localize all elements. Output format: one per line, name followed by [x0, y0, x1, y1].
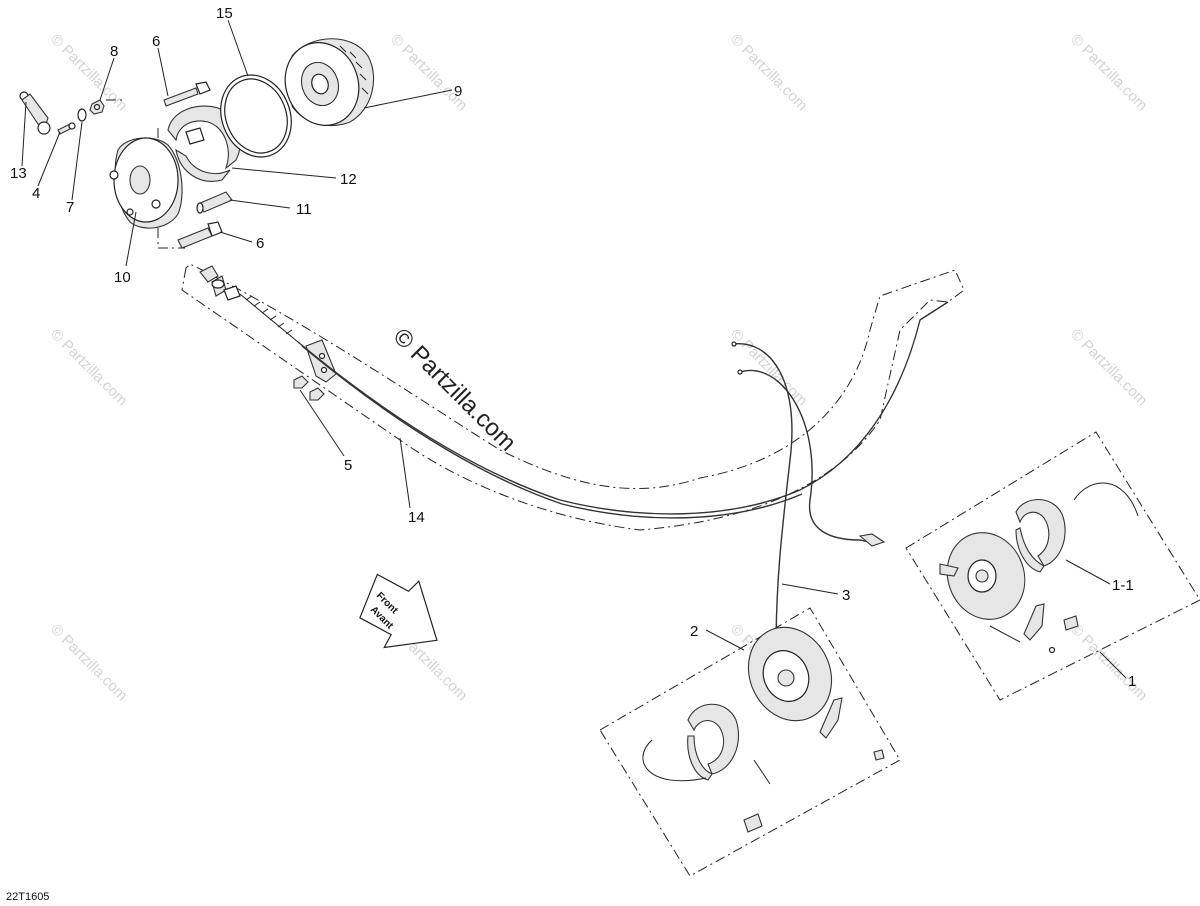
watermark: © Partzilla.com — [1067, 326, 1150, 409]
nut-part — [309, 387, 325, 401]
leader-lines — [21, 19, 1127, 679]
watermark: © Partzilla.com — [47, 621, 130, 704]
callout-12: 12 — [340, 171, 357, 188]
screw-part — [57, 122, 76, 135]
callout-4: 4 — [32, 185, 40, 202]
watermark: © Partzilla.com — [727, 31, 810, 114]
callout-15: 15 — [216, 5, 233, 22]
ring-part — [220, 74, 292, 158]
twin-cable-assembly — [731, 341, 886, 651]
callout-1: 1 — [1128, 673, 1136, 690]
callout-8: 8 — [110, 43, 118, 60]
bolt-part — [163, 81, 211, 107]
cable-boundary — [181, 263, 965, 531]
watermark: © Partzilla.com — [1067, 621, 1150, 704]
washer-part — [77, 108, 87, 122]
backing-plate-part — [109, 137, 183, 229]
callout-10: 10 — [114, 269, 131, 286]
callout-5: 5 — [344, 457, 352, 474]
callout-13: 13 — [10, 165, 27, 182]
callout-6-lower: 6 — [256, 235, 264, 252]
watermark: © Partzilla.com — [727, 326, 810, 409]
bottom-brake-assembly — [599, 607, 901, 877]
nut-part — [293, 375, 309, 389]
callout-3: 3 — [842, 587, 850, 604]
drawing-code: 22T1605 — [6, 891, 49, 903]
wing-nut-part — [199, 265, 227, 297]
watermark: © Partzilla.com — [387, 31, 470, 114]
brake-drum-part — [284, 38, 375, 126]
watermark-prominent: © Partzilla.com — [388, 323, 521, 456]
callout-7: 7 — [66, 199, 74, 216]
callout-14: 14 — [408, 509, 425, 526]
watermark: © Partzilla.com — [47, 326, 130, 409]
nut-part — [89, 99, 105, 115]
watermark: © Partzilla.com — [1067, 31, 1150, 114]
callout-2: 2 — [690, 623, 698, 640]
callout-9: 9 — [454, 83, 462, 100]
callouts: 15 8 6 9 13 4 7 12 11 6 10 5 14 3 2 1-1 … — [10, 5, 1136, 690]
pin-part — [196, 191, 233, 214]
lever-part — [19, 91, 51, 135]
callout-6-upper: 6 — [152, 33, 160, 50]
brake-cable-assembly — [181, 263, 965, 531]
right-brake-assembly — [905, 431, 1200, 701]
front-arrow: Front Avant — [359, 573, 438, 649]
drive-assembly — [19, 38, 375, 249]
callout-11: 11 — [296, 201, 312, 218]
bolt-part — [177, 221, 223, 249]
callout-1-1: 1-1 — [1112, 577, 1134, 594]
